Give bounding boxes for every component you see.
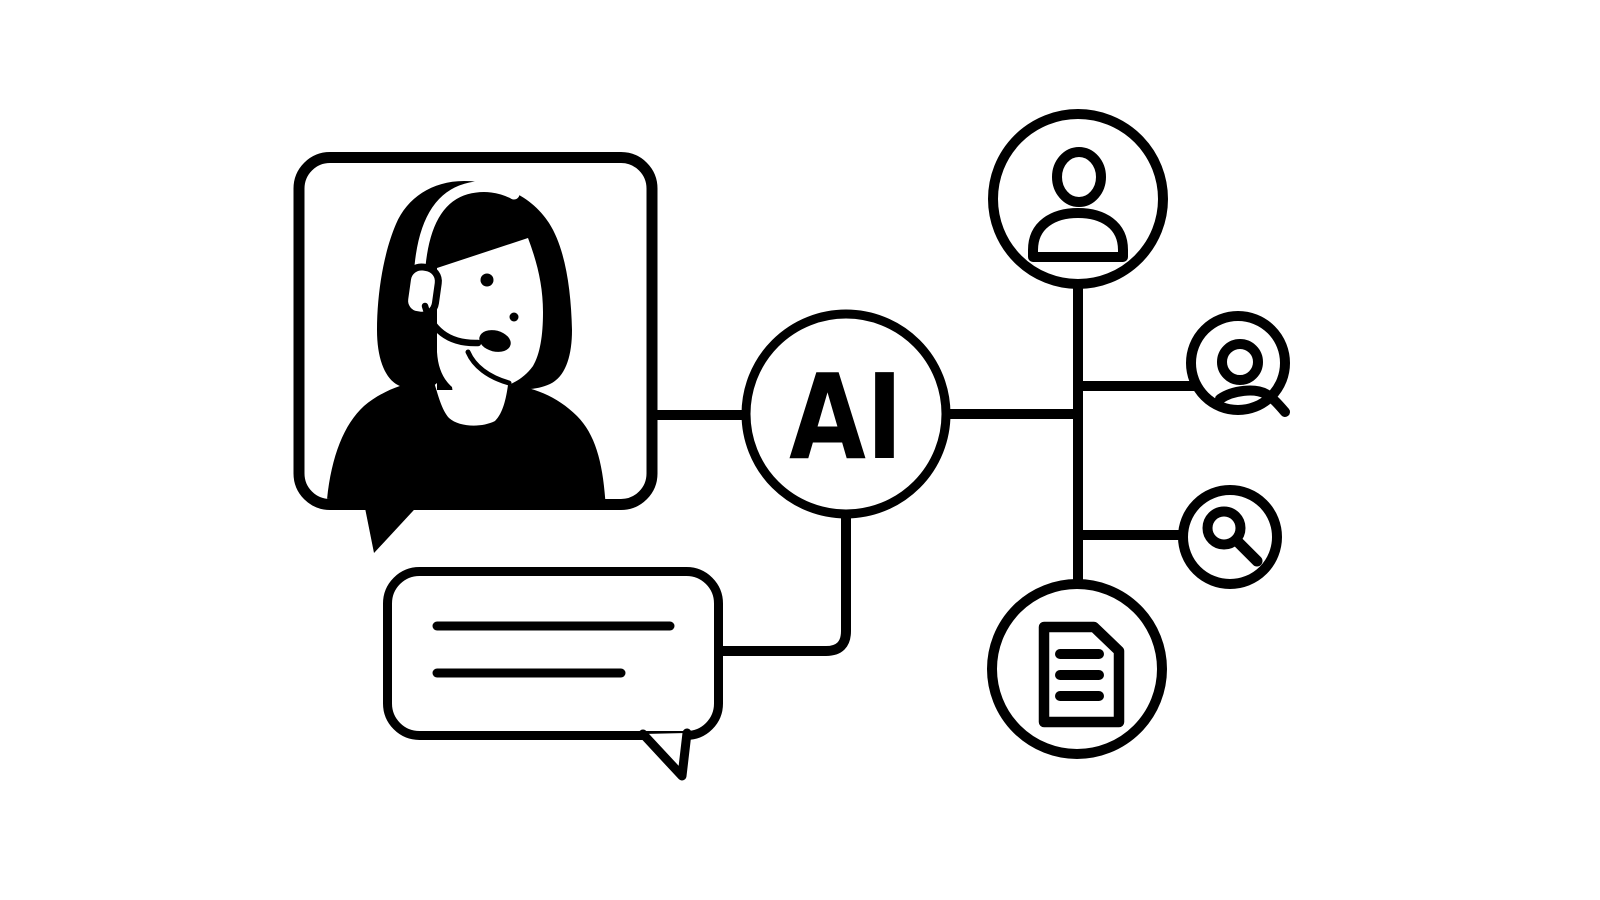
user-node <box>988 109 1168 289</box>
user-icon-head <box>1052 147 1106 207</box>
user-icon-shoulders <box>1028 208 1128 262</box>
agent-shirt <box>326 379 606 499</box>
profile-node-circle <box>1186 311 1290 415</box>
agent-mouth <box>509 312 519 322</box>
headset-band <box>414 181 520 272</box>
headset-earcup <box>401 263 442 319</box>
user-icon <box>1028 147 1128 262</box>
agent-eye <box>480 273 494 287</box>
chat-bubble-body <box>383 567 723 740</box>
document-node <box>987 579 1167 759</box>
user-circle-icon <box>1215 339 1290 417</box>
magnifier-handle <box>1232 536 1263 567</box>
profile-icon-shoulders <box>1215 385 1290 417</box>
ai-node: AI <box>741 309 951 519</box>
document-icon <box>1038 621 1125 728</box>
magnifier-lens <box>1202 506 1246 550</box>
search-node <box>1178 485 1282 589</box>
connector-ai-to-bubble <box>721 508 851 656</box>
ai-node-circle <box>741 309 951 519</box>
connector-lines <box>650 286 1200 656</box>
chat-bubble-tail <box>638 728 692 781</box>
search-node-circle <box>1178 485 1282 589</box>
profile-node <box>1186 311 1290 417</box>
headset-mic-boom <box>421 302 482 347</box>
ai-node-label: AI <box>789 348 903 486</box>
support-agent-illustration <box>326 181 606 499</box>
agent-jaw-line <box>465 349 512 386</box>
portrait-frame-tail <box>363 498 425 553</box>
agent-portrait <box>293 152 658 553</box>
chat-bubble-icon <box>383 567 723 781</box>
profile-icon-head <box>1217 339 1263 385</box>
magnifier-icon <box>1202 506 1263 567</box>
headset-mic <box>479 330 511 352</box>
